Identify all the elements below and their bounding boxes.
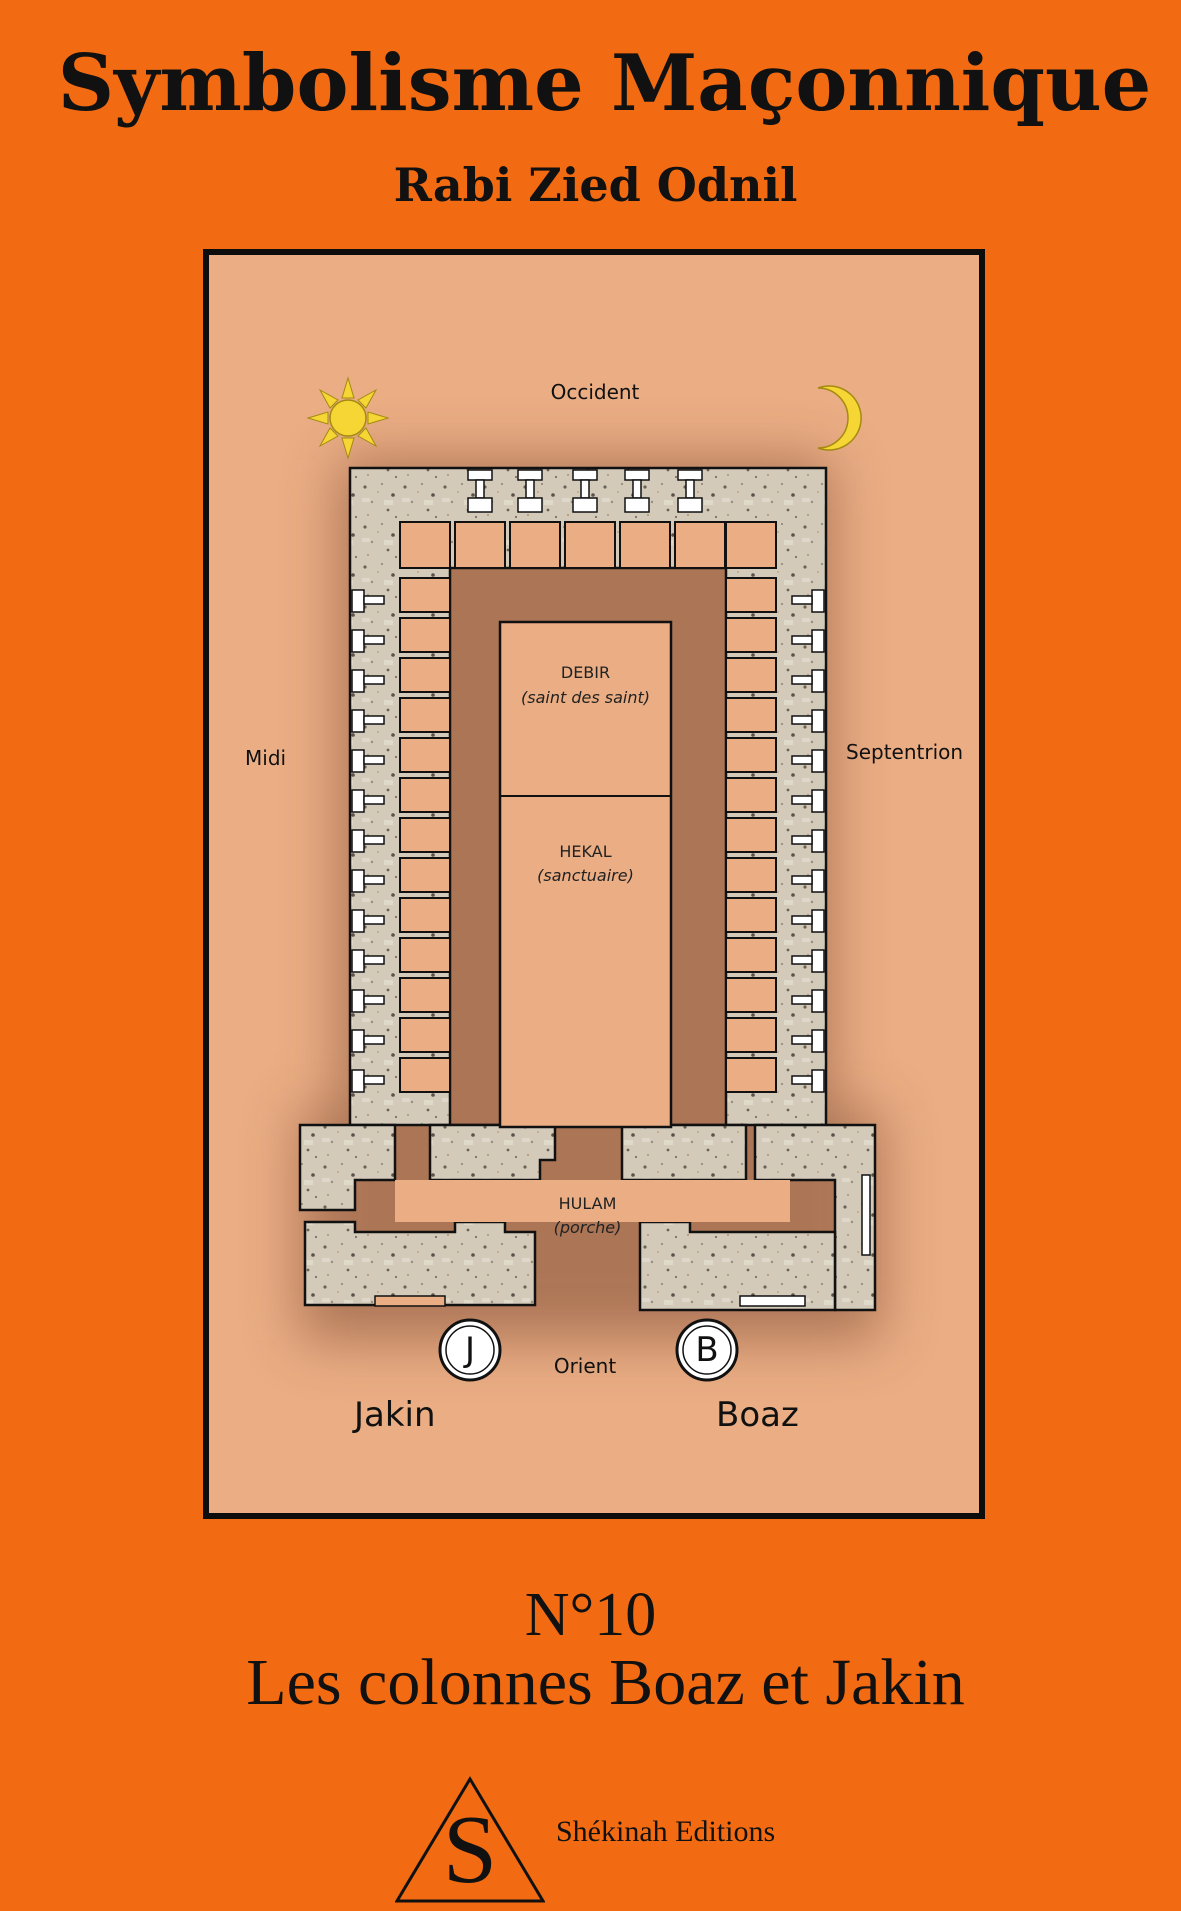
jakin-column-marker: [438, 1318, 502, 1382]
boaz-column-marker: [675, 1318, 739, 1382]
jakin-label: Jakin: [354, 1395, 436, 1435]
sun-icon: [306, 376, 390, 460]
publisher-logo-letter: S: [442, 1796, 498, 1904]
wall-slots-left: [351, 589, 385, 1093]
room-hekal-name: HEKAL: [559, 842, 612, 861]
publisher-logo-icon: [395, 1776, 545, 1903]
room-hekal-subtitle: (sanctuaire): [537, 866, 634, 885]
issue-number: N°10: [524, 1581, 657, 1649]
direction-septentrion: Septentrion: [846, 740, 964, 764]
wall-slots: [467, 469, 703, 513]
publisher-name: Shékinah Editions: [556, 1815, 776, 1848]
room-hulam-subtitle: (porche): [553, 1218, 622, 1237]
direction-occident: Occident: [550, 380, 640, 404]
side-chambers: [395, 521, 790, 1222]
book-author: Rabi Zied Odnil: [393, 158, 798, 212]
inner-sanctuary: [498, 620, 673, 1129]
jakin-letter: J: [464, 1330, 476, 1370]
room-hulam-name: HULAM: [558, 1194, 617, 1213]
boaz-letter: B: [695, 1330, 719, 1370]
boaz-label: Boaz: [716, 1395, 799, 1435]
moon-icon: [817, 385, 862, 451]
room-debir-name: DEBIR: [560, 663, 611, 682]
direction-orient: Orient: [553, 1354, 617, 1378]
room-debir-subtitle: (saint des saint): [521, 688, 650, 707]
book-title: Symbolisme Maçonnique: [57, 38, 1152, 129]
wall-slots-right: [374, 589, 871, 1307]
direction-midi: Midi: [245, 746, 287, 770]
book-subtitle: Les colonnes Boaz et Jakin: [246, 1646, 965, 1719]
